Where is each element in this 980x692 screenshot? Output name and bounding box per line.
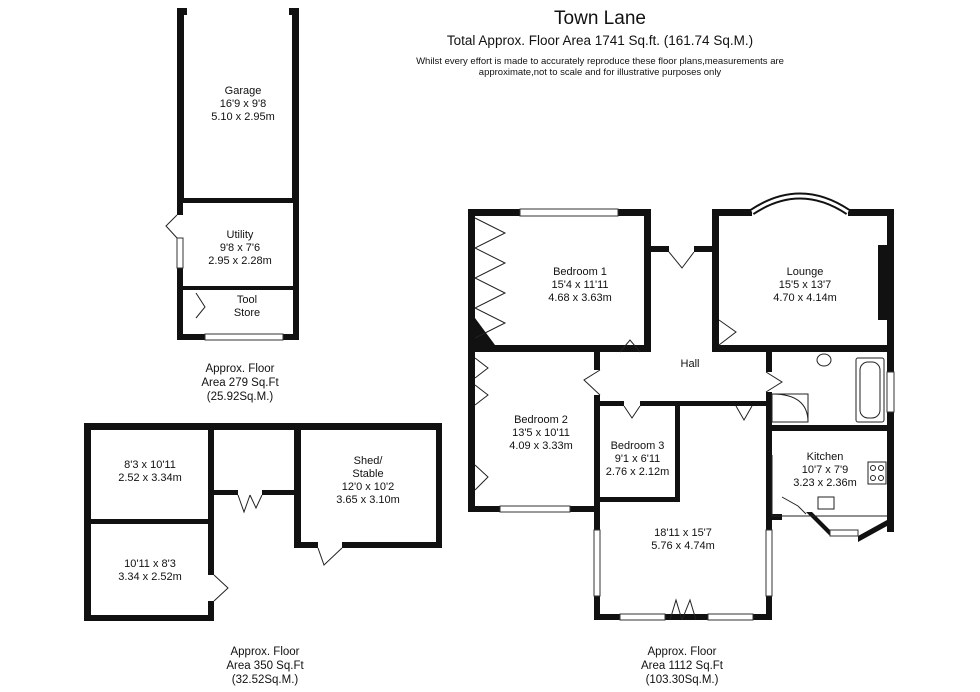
area-line-2: Area 350 Sq.Ft: [226, 660, 304, 672]
room-label-bedroom-3: Bedroom 3 9'1 x 6'11 2.76 x 2.12m: [590, 440, 685, 479]
room-label-store-1: 8'3 x 10'11 2.52 x 3.34m: [100, 459, 200, 485]
room-label-bedroom-2: Bedroom 2 13'5 x 10'11 4.09 x 3.33m: [491, 414, 591, 453]
outbuilding-1-walls: [176, 8, 299, 341]
room-label-hall: Hall: [660, 358, 720, 371]
area-line-2: Area 1112 Sq.Ft: [640, 660, 724, 672]
room-imperial: 10'7 x 7'9: [801, 464, 849, 476]
room-metric: 2.52 x 3.34m: [118, 472, 182, 484]
room-metric: 4.70 x 4.14m: [773, 292, 837, 304]
room-name: Bedroom 1: [553, 266, 607, 278]
room-label-lounge: Lounge 15'5 x 13'7 4.70 x 4.14m: [755, 266, 855, 305]
room-imperial: 15'5 x 13'7: [778, 279, 832, 291]
room-label-living-room: 18'11 x 15'7 5.76 x 4.74m: [633, 527, 733, 553]
room-metric: 3.34 x 2.52m: [118, 571, 182, 583]
page-title: Town Lane: [554, 8, 646, 29]
room-name: Garage: [224, 85, 262, 97]
room-label-kitchen: Kitchen 10'7 x 7'9 3.23 x 2.36m: [775, 451, 875, 490]
room-label-garage: Garage 16'9 x 9'8 5.10 x 2.95m: [193, 85, 293, 124]
area-line-2: Area 279 Sq.Ft: [201, 377, 279, 389]
room-imperial: 8'3 x 10'11: [124, 459, 176, 471]
room-name: Lounge: [786, 266, 824, 278]
room-imperial: 9'1 x 6'11: [614, 453, 661, 465]
room-metric: 3.65 x 3.10m: [336, 494, 400, 506]
room-label-bedroom-1: Bedroom 1 15'4 x 11'11 4.68 x 3.63m: [530, 266, 630, 305]
room-metric: 4.68 x 3.63m: [548, 292, 612, 304]
room-imperial: 18'11 x 15'7: [654, 527, 712, 539]
outbuilding-2-doors: [213, 494, 343, 602]
outbuilding-2-walls: [84, 423, 442, 621]
disclaimer-line-2: approximate,not to scale and for illustr…: [478, 67, 722, 78]
room-metric: 2.95 x 2.28m: [208, 255, 272, 267]
room-label-shed-stable: Shed/ Stable 12'0 x 10'2 3.65 x 3.10m: [318, 455, 418, 507]
main-house-doors: [473, 217, 807, 621]
outbuilding-1-area: Approx. Floor Area 279 Sq.Ft (25.92Sq.M.…: [170, 362, 310, 404]
room-metric: 2.76 x 2.12m: [605, 466, 670, 478]
room-label-tool-store: Tool Store: [207, 294, 287, 320]
area-line-1: Approx. Floor: [647, 646, 717, 658]
room-label-store-2: 10'11 x 8'3 3.34 x 2.52m: [100, 558, 200, 584]
room-metric: 3.23 x 2.36m: [793, 477, 857, 489]
area-line-3: (103.30Sq.M.): [645, 674, 719, 686]
room-label-utility: Utility 9'8 x 7'6 2.95 x 2.28m: [190, 229, 290, 268]
area-line-3: (25.92Sq.M.): [206, 391, 274, 403]
room-name: Utility: [226, 229, 254, 241]
area-line-3: (32.52Sq.M.): [231, 674, 299, 686]
room-imperial: 10'11 x 8'3: [124, 558, 176, 570]
bathroom-fixtures: [771, 353, 887, 517]
room-name: Tool: [236, 294, 258, 306]
main-house-walls: [468, 209, 894, 620]
area-line-1: Approx. Floor: [205, 363, 275, 375]
area-line-1: Approx. Floor: [230, 646, 300, 658]
room-metric: 5.76 x 4.74m: [651, 540, 715, 552]
room-imperial: 12'0 x 10'2: [341, 481, 395, 493]
room-metric: 5.10 x 2.95m: [211, 111, 275, 123]
room-name: Kitchen: [806, 451, 844, 463]
room-imperial: 16'9 x 9'8: [219, 98, 267, 110]
room-name: Hall: [680, 358, 700, 370]
main-house-area: Approx. Floor Area 1112 Sq.Ft (103.30Sq.…: [612, 645, 752, 687]
outbuilding-2-area: Approx. Floor Area 350 Sq.Ft (32.52Sq.M.…: [195, 645, 335, 687]
main-house-windows: [499, 192, 895, 621]
room-imperial: 15'4 x 11'11: [551, 279, 609, 291]
room-imperial: 9'8 x 7'6: [219, 242, 261, 254]
room-name: Bedroom 3: [610, 440, 665, 452]
room-name: Bedroom 2: [514, 414, 568, 426]
room-name-2: Store: [233, 307, 261, 319]
disclaimer-line-1: Whilst every effort is made to accuratel…: [416, 56, 784, 67]
outbuilding-1-doors: [165, 214, 206, 319]
room-imperial: 13'5 x 10'11: [512, 427, 570, 439]
room-metric: 4.09 x 3.33m: [509, 440, 573, 452]
room-name-2: Stable: [352, 468, 384, 480]
room-name: Shed/: [353, 455, 383, 467]
total-floor-area: Total Approx. Floor Area 1741 Sq.ft. (16…: [446, 33, 754, 48]
